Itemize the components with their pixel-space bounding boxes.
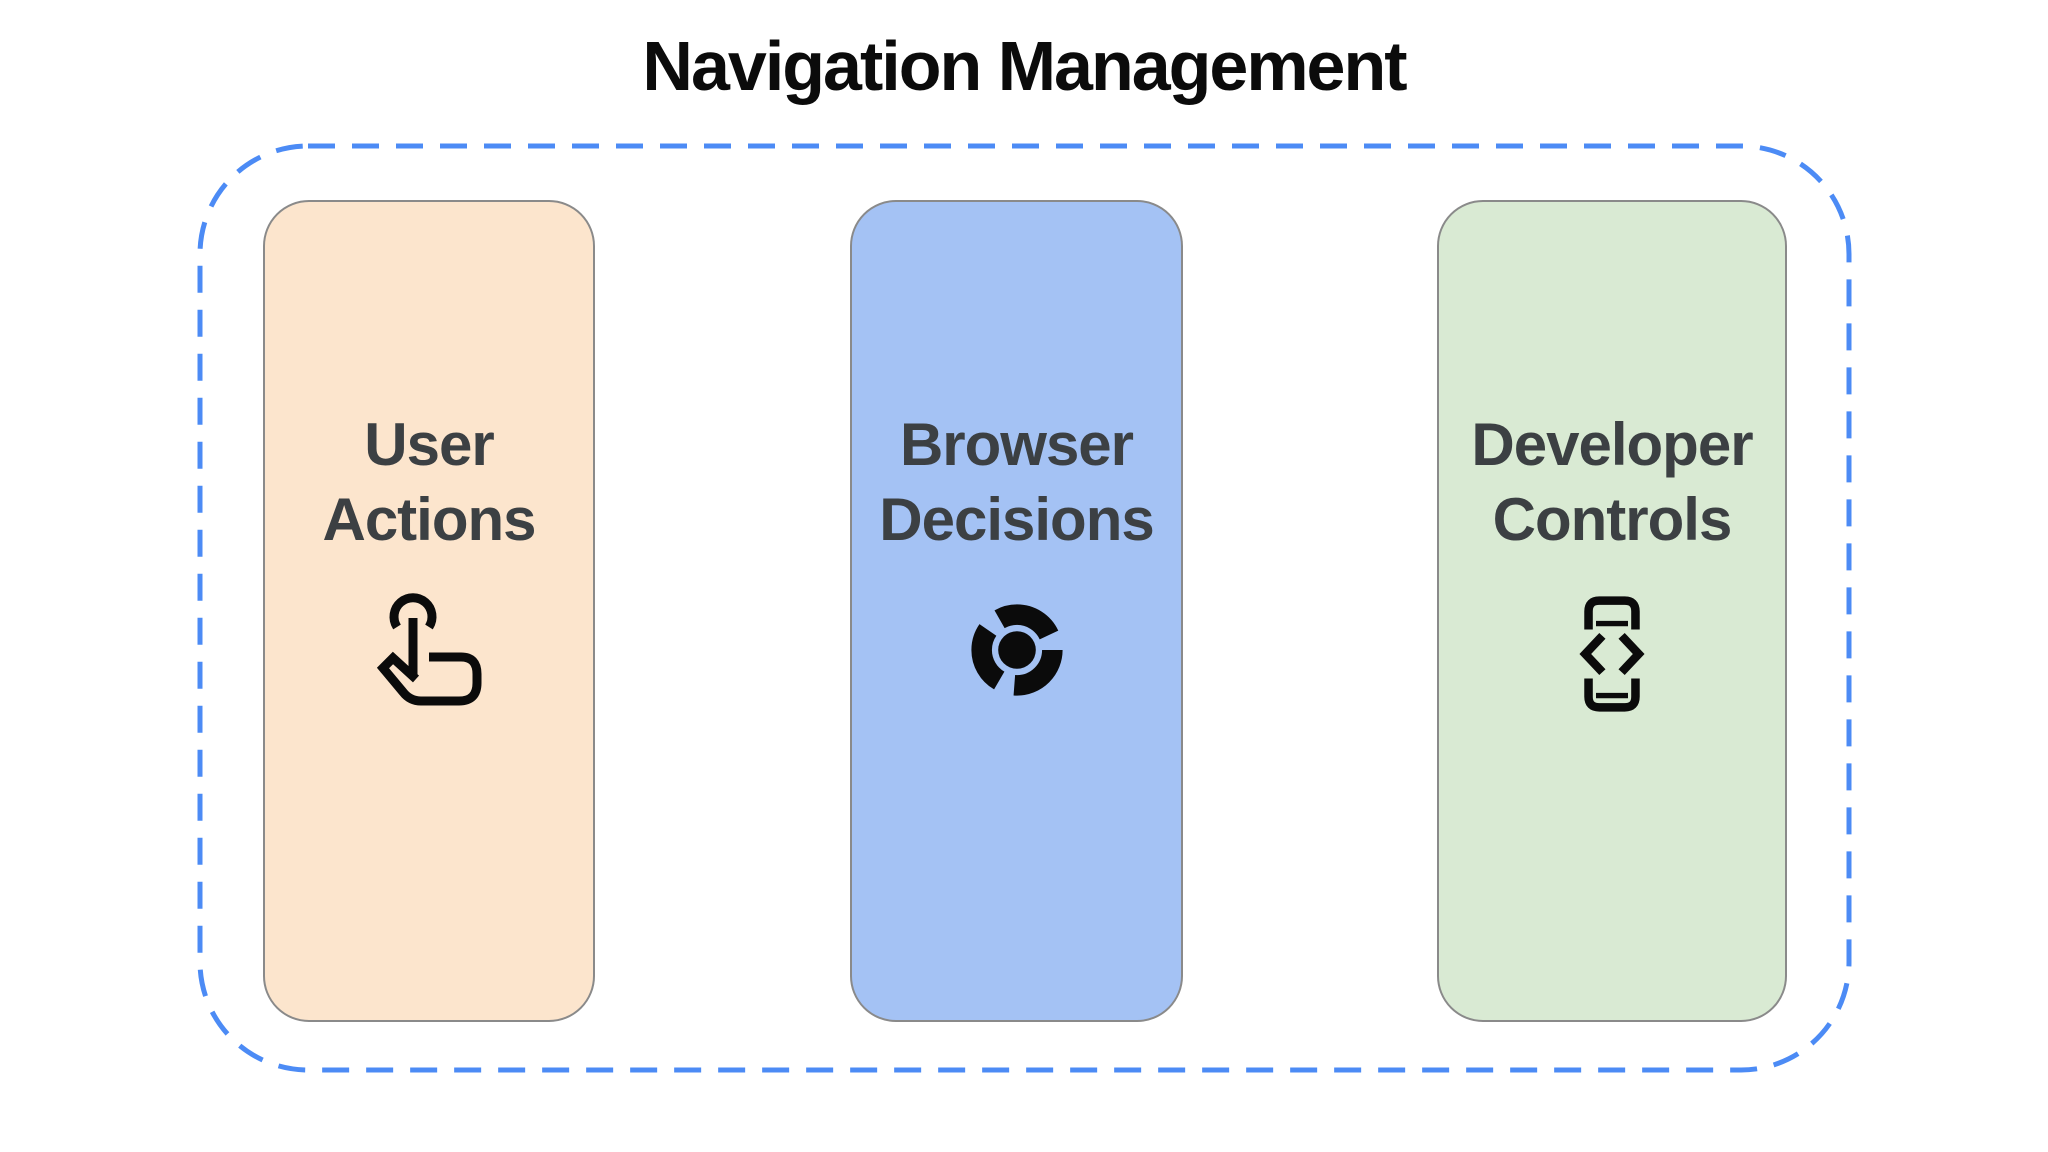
card-label-line: Decisions (879, 486, 1154, 553)
chrome-icon (960, 593, 1074, 707)
card-user-actions: User Actions (263, 200, 595, 1022)
card-label-line: Controls (1492, 486, 1733, 553)
group-boundary-dashed-border (197, 143, 1852, 1073)
tap-gesture-icon (373, 593, 485, 723)
card-label: Developer Controls (1471, 407, 1753, 557)
card-label: User Actions (322, 407, 536, 557)
card-label: Browser Decisions (879, 407, 1154, 557)
card-browser-decisions: Browser Decisions (850, 200, 1183, 1022)
card-label-line: Developer (1471, 411, 1753, 478)
developer-mode-icon (1564, 593, 1660, 715)
card-developer-controls: Developer Controls (1437, 200, 1787, 1022)
page-title: Navigation Management (642, 27, 1407, 105)
card-label-line: Browser (899, 411, 1134, 478)
card-label-line: Actions (322, 486, 536, 553)
dashed-rect (197, 143, 1852, 1073)
card-label-line: User (364, 411, 494, 478)
